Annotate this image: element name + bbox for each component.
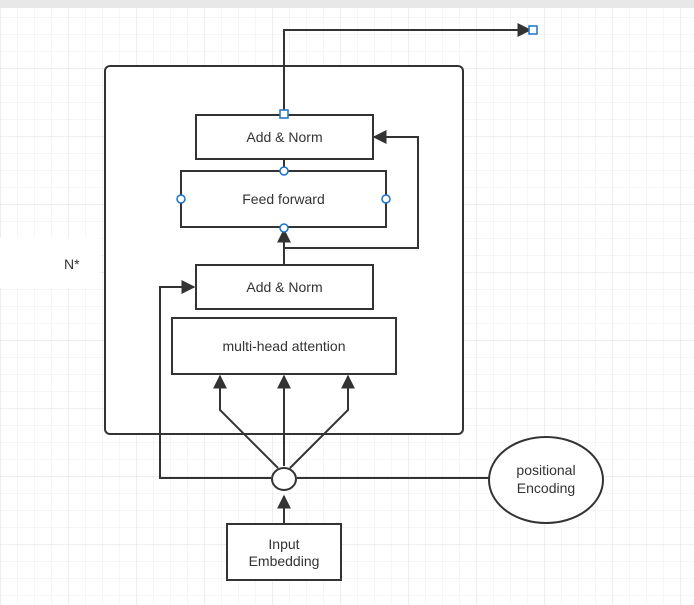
edge-junction-to-attention-right[interactable] <box>289 374 355 469</box>
edge-junction-to-attention-left[interactable] <box>213 374 279 469</box>
multi-head-attention-label: multi-head attention <box>223 338 346 354</box>
node-multi-head-attention[interactable]: multi-head attention <box>171 317 397 375</box>
node-positional-encoding[interactable]: positional Encoding <box>488 436 604 524</box>
node-feed-forward[interactable]: Feed forward <box>180 170 387 228</box>
input-embedding-label-line2: Embedding <box>249 553 320 569</box>
node-add-norm-top[interactable]: Add & Norm <box>195 114 374 160</box>
positional-encoding-label-line2: Encoding <box>517 480 575 496</box>
edge-output[interactable] <box>283 23 532 114</box>
node-input-embedding[interactable]: Input Embedding <box>226 523 342 581</box>
handle-feed-forward-right[interactable] <box>381 194 391 204</box>
handle-feed-forward-left[interactable] <box>176 194 186 204</box>
handle-feed-forward-bottom[interactable] <box>279 223 289 233</box>
sum-junction[interactable] <box>271 467 297 491</box>
feed-forward-label: Feed forward <box>242 191 324 207</box>
edge-residual-to-add-norm-top[interactable] <box>284 130 419 249</box>
selection-handles <box>176 25 538 233</box>
side-label-background <box>0 238 100 288</box>
toolbar-strip <box>0 0 694 8</box>
positional-encoding-label-line1: positional <box>516 462 575 478</box>
input-embedding-label-line1: Input <box>268 536 299 552</box>
handle-feed-forward-top[interactable] <box>279 166 289 176</box>
add-norm-top-label: Add & Norm <box>246 129 322 145</box>
handle-square-top[interactable] <box>279 109 289 119</box>
add-norm-bottom-label: Add & Norm <box>246 279 322 295</box>
handle-square-output[interactable] <box>528 25 538 35</box>
edge-residual-to-add-norm-bottom[interactable] <box>159 280 271 479</box>
node-add-norm-bottom[interactable]: Add & Norm <box>195 264 374 310</box>
repeat-count-label: N* <box>64 256 80 272</box>
